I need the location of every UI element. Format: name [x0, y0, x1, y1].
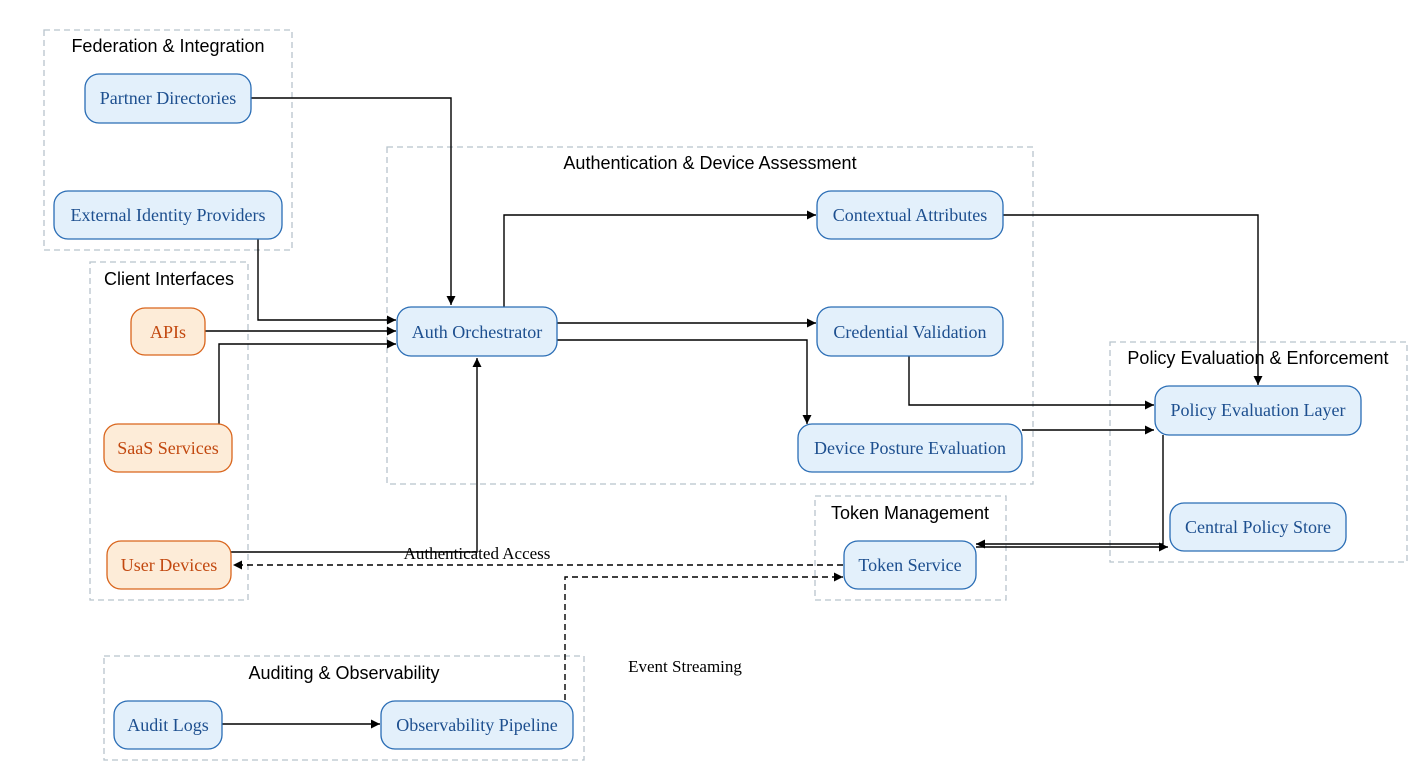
edge-saas-to-auth: [218, 339, 396, 424]
node-token-service[interactable]: Token Service: [843, 540, 977, 590]
node-apis[interactable]: APIs: [130, 307, 206, 356]
cluster-federation: Federation & Integration: [43, 29, 293, 251]
node-device-posture[interactable]: Device Posture Evaluation: [797, 423, 1023, 473]
node-credential-validation-label: Credential Validation: [833, 322, 986, 342]
node-central-policy-store[interactable]: Central Policy Store: [1169, 502, 1347, 552]
cluster-federation-border: [43, 29, 293, 251]
node-observability-pipeline-label: Observability Pipeline: [396, 715, 557, 735]
cluster-audit-border: [103, 655, 585, 761]
node-user-devices[interactable]: User Devices: [106, 540, 232, 590]
edge-partner-to-auth: [251, 97, 456, 305]
cluster-audit-title: Auditing & Observability: [248, 663, 439, 683]
node-contextual-attributes-label: Contextual Attributes: [833, 205, 988, 225]
cluster-token: Token Management: [814, 495, 1007, 601]
cluster-client-title: Client Interfaces: [104, 269, 234, 289]
node-external-idp-label: External Identity Providers: [71, 205, 266, 225]
node-auth-orchestrator[interactable]: Auth Orchestrator: [396, 306, 558, 357]
node-partner-directories[interactable]: Partner Directories: [84, 73, 252, 124]
node-apis-label: APIs: [150, 322, 186, 342]
node-credential-validation[interactable]: Credential Validation: [816, 306, 1004, 357]
cluster-token-border: [814, 495, 1007, 601]
cluster-client-interfaces: Client Interfaces: [89, 261, 249, 601]
node-auth-orchestrator-label: Auth Orchestrator: [412, 322, 542, 342]
cluster-client-border: [89, 261, 249, 601]
node-partner-directories-label: Partner Directories: [100, 88, 236, 108]
edge-label-authenticated-access: Authenticated Access: [404, 544, 551, 563]
cluster-auth-title: Authentication & Device Assessment: [563, 153, 856, 173]
edge-idp-to-auth: [257, 239, 396, 325]
cluster-auth: Authentication & Device Assessment: [386, 146, 1034, 485]
edge-auth-to-contextual: [503, 210, 816, 307]
node-external-idp[interactable]: External Identity Providers: [53, 190, 283, 240]
cluster-token-title: Token Management: [831, 503, 989, 523]
node-user-devices-label: User Devices: [121, 555, 217, 575]
node-policy-evaluation-layer-label: Policy Evaluation Layer: [1171, 400, 1346, 420]
edge-contextual-to-policy: [1003, 214, 1263, 385]
node-device-posture-label: Device Posture Evaluation: [814, 438, 1006, 458]
node-observability-pipeline[interactable]: Observability Pipeline: [380, 700, 574, 750]
node-central-policy-store-label: Central Policy Store: [1185, 517, 1331, 537]
cluster-federation-title: Federation & Integration: [71, 36, 264, 56]
node-audit-logs-label: Audit Logs: [127, 715, 209, 735]
edge-credential-to-policy: [908, 356, 1154, 410]
node-saas-services-label: SaaS Services: [117, 438, 218, 458]
cluster-auth-border: [386, 146, 1034, 485]
edge-auth-to-device-posture: [557, 339, 812, 424]
edge-observability-to-token: [564, 572, 843, 700]
node-contextual-attributes[interactable]: Contextual Attributes: [816, 190, 1004, 240]
node-policy-evaluation-layer[interactable]: Policy Evaluation Layer: [1154, 385, 1362, 436]
cluster-policy-border: [1109, 341, 1408, 563]
node-token-service-label: Token Service: [858, 555, 961, 575]
node-audit-logs[interactable]: Audit Logs: [113, 700, 223, 750]
cluster-audit: Auditing & Observability: [103, 655, 585, 761]
node-saas-services[interactable]: SaaS Services: [103, 423, 233, 473]
edge-label-event-streaming: Event Streaming: [628, 657, 742, 676]
edge-devices-to-auth: [231, 358, 482, 553]
